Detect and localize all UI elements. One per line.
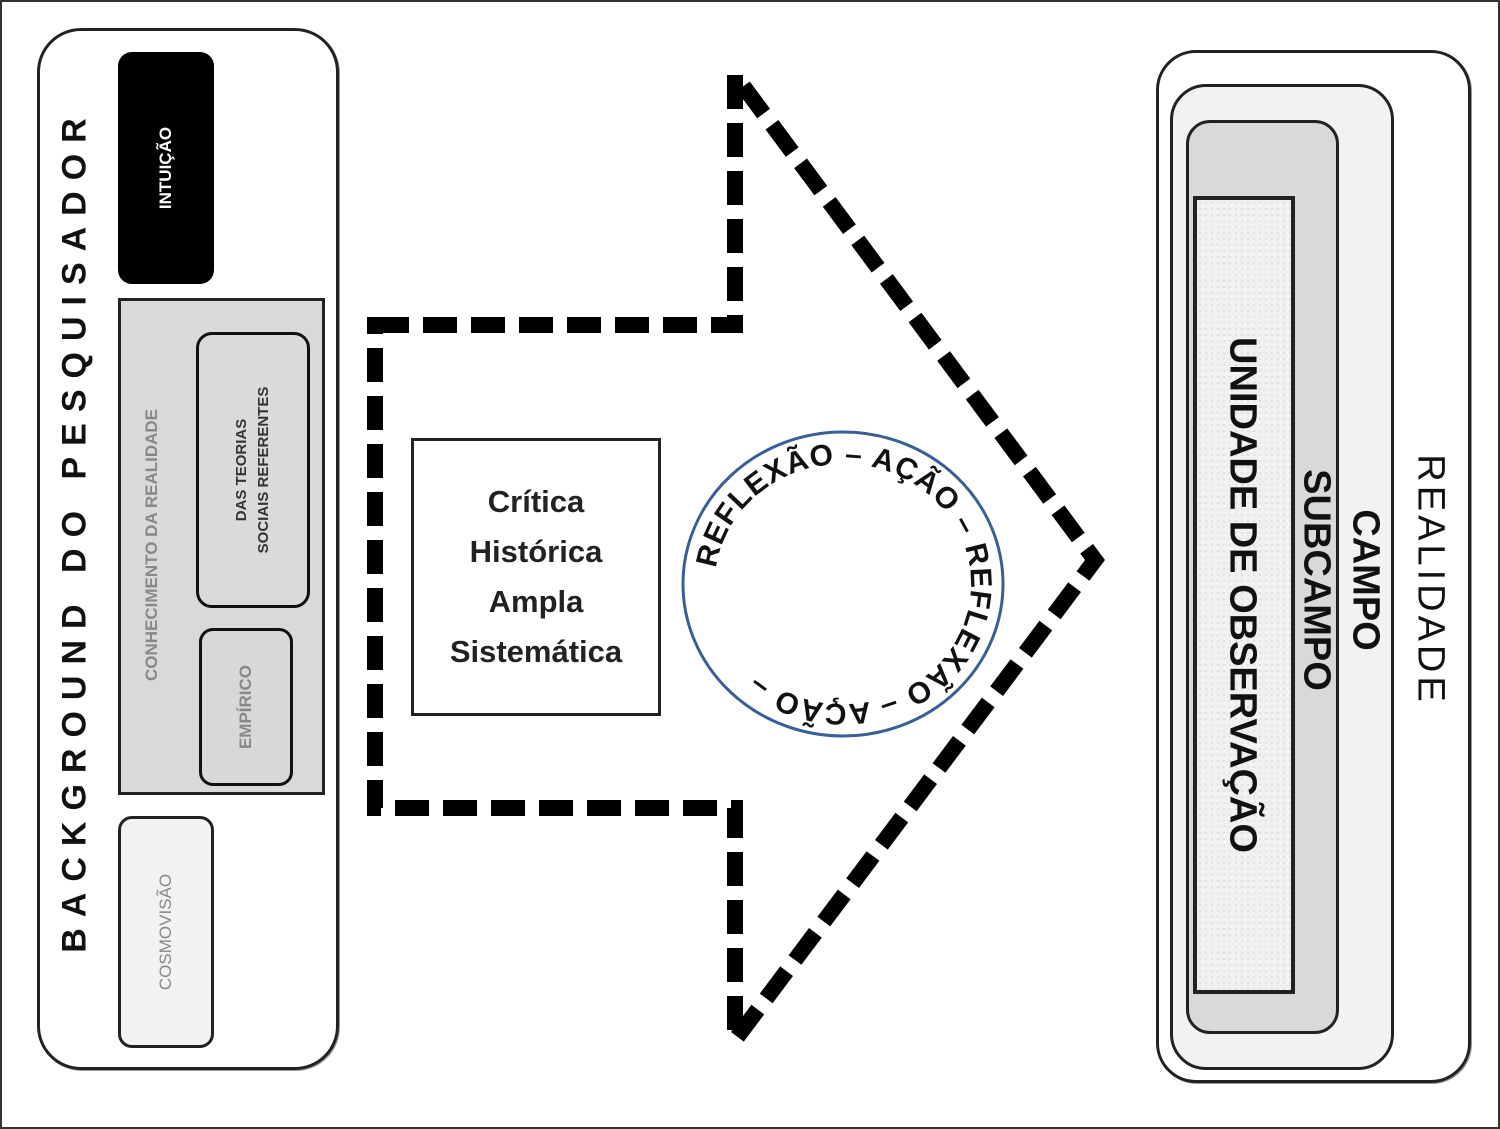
- social-theories-box: DAS TEORIAS SOCIAIS REFERENTES: [196, 332, 310, 608]
- criterion-historica: Histórica: [469, 534, 603, 569]
- cycle-circle: [681, 430, 1005, 738]
- reality-label-wrap: REALIDADE: [1400, 300, 1460, 860]
- subfield-label-wrap: SUBCAMPO: [1292, 300, 1340, 860]
- dashed-arrow-outline: [367, 50, 1105, 1064]
- field-label: CAMPO: [1344, 509, 1387, 651]
- criterion-sistematica: Sistemática: [449, 634, 623, 669]
- reality-label: REALIDADE: [1409, 454, 1452, 706]
- worldview-box: COSMOVISÃO: [118, 816, 214, 1048]
- subfield-label: SUBCAMPO: [1295, 469, 1338, 691]
- empirical-box: EMPÍRICO: [199, 628, 293, 786]
- criterion-critica: Crítica: [487, 484, 585, 519]
- observation-unit-label: UNIDADE DE OBSERVAÇÃO: [1221, 337, 1264, 853]
- observation-unit-label-wrap: UNIDADE DE OBSERVAÇÃO: [1212, 200, 1272, 990]
- field-label-wrap: CAMPO: [1340, 300, 1390, 860]
- reflection-action-cycle: REFLEXÃO – AÇÃO – REFLEXÃO – AÇÃO –: [681, 430, 1005, 738]
- criterion-ampla: Ampla: [488, 584, 584, 619]
- criteria-box: Crítica Histórica Ampla Sistemática: [411, 438, 661, 716]
- observation-unit-box: [1193, 196, 1295, 994]
- intuition-box: INTUIÇÃO: [118, 52, 214, 284]
